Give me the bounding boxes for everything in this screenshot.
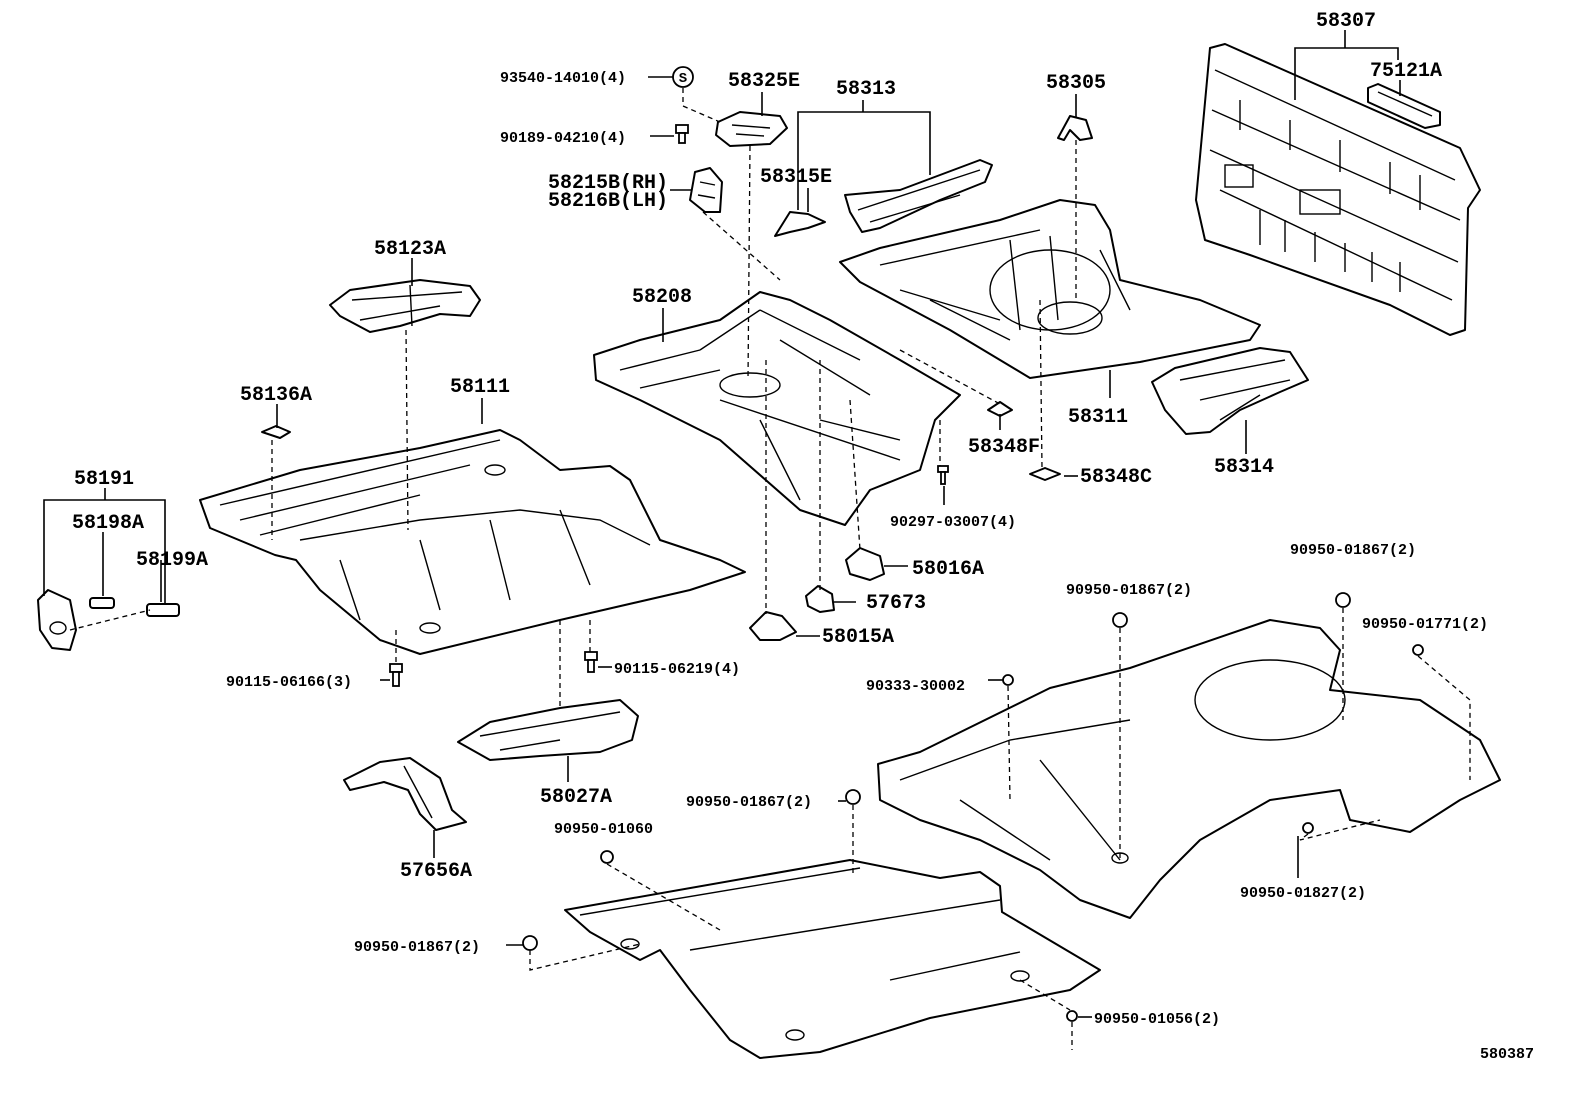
- bolt-90115-06166-icon[interactable]: [389, 663, 403, 687]
- pad-58348C[interactable]: [1029, 467, 1061, 481]
- callout-90333-30002[interactable]: 90333-30002: [866, 678, 965, 695]
- callout-58348C[interactable]: 58348C: [1080, 466, 1152, 489]
- pad-58348F[interactable]: [987, 401, 1013, 417]
- callout-58136A[interactable]: 58136A: [240, 384, 312, 407]
- callout-93540-14010[interactable]: 93540-14010(4): [500, 70, 626, 87]
- member-58314[interactable]: [1151, 347, 1309, 435]
- callout-58123A[interactable]: 58123A: [374, 238, 446, 261]
- callout-58208[interactable]: 58208: [632, 286, 692, 309]
- callout-90115-06219[interactable]: 90115-06219(4): [614, 661, 740, 678]
- clip-90950-01867-d-icon[interactable]: [522, 935, 538, 951]
- pad-58016A[interactable]: [845, 547, 885, 581]
- center-floor-pan-58208[interactable]: [593, 291, 961, 526]
- diagram-id: 580387: [1480, 1046, 1534, 1063]
- front-floor-silencer[interactable]: [564, 859, 1101, 1059]
- callout-58015A[interactable]: 58015A: [822, 626, 894, 649]
- bolt-90189-icon[interactable]: [675, 124, 689, 144]
- bracket-58315E[interactable]: [774, 211, 826, 237]
- front-floor-pan-58111[interactable]: [199, 429, 746, 655]
- bracket-58215B-58216B[interactable]: [689, 167, 723, 213]
- leader-lines: [43, 30, 1401, 1018]
- callout-58348F[interactable]: 58348F: [968, 436, 1040, 459]
- callout-90189-04210[interactable]: 90189-04210(4): [500, 130, 626, 147]
- screw-symbol-letter: S: [679, 71, 687, 87]
- rear-floor-silencer[interactable]: [877, 619, 1501, 919]
- bracket-75121A[interactable]: [1367, 83, 1441, 129]
- clip-90950-01060-icon[interactable]: [600, 850, 614, 864]
- callout-90950-01867-b[interactable]: 90950-01867(2): [1066, 582, 1192, 599]
- callout-58325E[interactable]: 58325E: [728, 70, 800, 93]
- clip-90950-01867-b-icon[interactable]: [1112, 612, 1128, 628]
- callout-90297-03007[interactable]: 90297-03007(4): [890, 514, 1016, 531]
- callout-58199A[interactable]: 58199A: [136, 549, 208, 572]
- callout-58305[interactable]: 58305: [1046, 72, 1106, 95]
- clip-90950-01867-a-icon[interactable]: [1335, 592, 1351, 608]
- pad-58199A[interactable]: [146, 603, 180, 617]
- rear-floor-pan-58311[interactable]: [839, 199, 1261, 379]
- callout-57656A[interactable]: 57656A: [400, 860, 472, 883]
- callout-90950-01867-c[interactable]: 90950-01867(2): [686, 794, 812, 811]
- callout-58315E[interactable]: 58315E: [760, 166, 832, 189]
- bracket-57656A[interactable]: [343, 757, 467, 831]
- bolt-90115-06219-icon[interactable]: [584, 651, 598, 673]
- bracket-58027A[interactable]: [457, 699, 639, 761]
- bolt-90297-icon[interactable]: [937, 465, 949, 485]
- callout-58111[interactable]: 58111: [450, 376, 510, 399]
- bracket-58325E[interactable]: [715, 111, 788, 147]
- callout-90950-01056[interactable]: 90950-01056(2): [1094, 1011, 1220, 1028]
- member-58313[interactable]: [844, 159, 993, 233]
- callout-58307[interactable]: 58307: [1316, 10, 1376, 33]
- bracket-58123A[interactable]: [329, 279, 481, 333]
- callout-90115-06166[interactable]: 90115-06166(3): [226, 674, 352, 691]
- bracket-58191[interactable]: [37, 589, 77, 651]
- screw-symbol-icon: S: [672, 66, 694, 88]
- clip-90950-01827-icon[interactable]: [1302, 822, 1314, 834]
- callout-90950-01771[interactable]: 90950-01771(2): [1362, 616, 1488, 633]
- callout-58215B[interactable]: 58215B(RH): [548, 172, 668, 195]
- dashed-guide-lines: [69, 88, 1471, 1050]
- callout-58016A[interactable]: 58016A: [912, 558, 984, 581]
- callout-58198A[interactable]: 58198A: [72, 512, 144, 535]
- callout-58216B[interactable]: 58216B(LH): [548, 190, 668, 213]
- bracket-58305[interactable]: [1057, 115, 1093, 141]
- callout-58027A[interactable]: 58027A: [540, 786, 612, 809]
- callout-labels: 58307 75121A 93540-14010(4) 58325E 58313…: [72, 10, 1534, 1063]
- clip-90950-01867-c-icon[interactable]: [845, 789, 861, 805]
- callout-58191[interactable]: 58191: [74, 468, 134, 491]
- clip-90950-01056-icon[interactable]: [1066, 1010, 1078, 1022]
- callout-58311[interactable]: 58311: [1068, 406, 1128, 429]
- rear-panel-58307[interactable]: [1195, 43, 1481, 336]
- clip-90950-01771-icon[interactable]: [1412, 644, 1424, 656]
- callout-57673[interactable]: 57673: [866, 592, 926, 615]
- callout-58313[interactable]: 58313: [836, 78, 896, 101]
- pad-58015A[interactable]: [749, 611, 797, 641]
- callout-90950-01827[interactable]: 90950-01827(2): [1240, 885, 1366, 902]
- clip-90333-icon[interactable]: [1002, 674, 1014, 686]
- callout-90950-01867-a[interactable]: 90950-01867(2): [1290, 542, 1416, 559]
- bracket-58136A[interactable]: [261, 425, 291, 439]
- callout-75121A[interactable]: 75121A: [1370, 60, 1442, 83]
- pad-58198A[interactable]: [89, 597, 115, 609]
- callout-58314[interactable]: 58314: [1214, 456, 1274, 479]
- pad-57673[interactable]: [805, 585, 835, 613]
- callout-90950-01060[interactable]: 90950-01060: [554, 821, 653, 838]
- callout-90950-01867-d[interactable]: 90950-01867(2): [354, 939, 480, 956]
